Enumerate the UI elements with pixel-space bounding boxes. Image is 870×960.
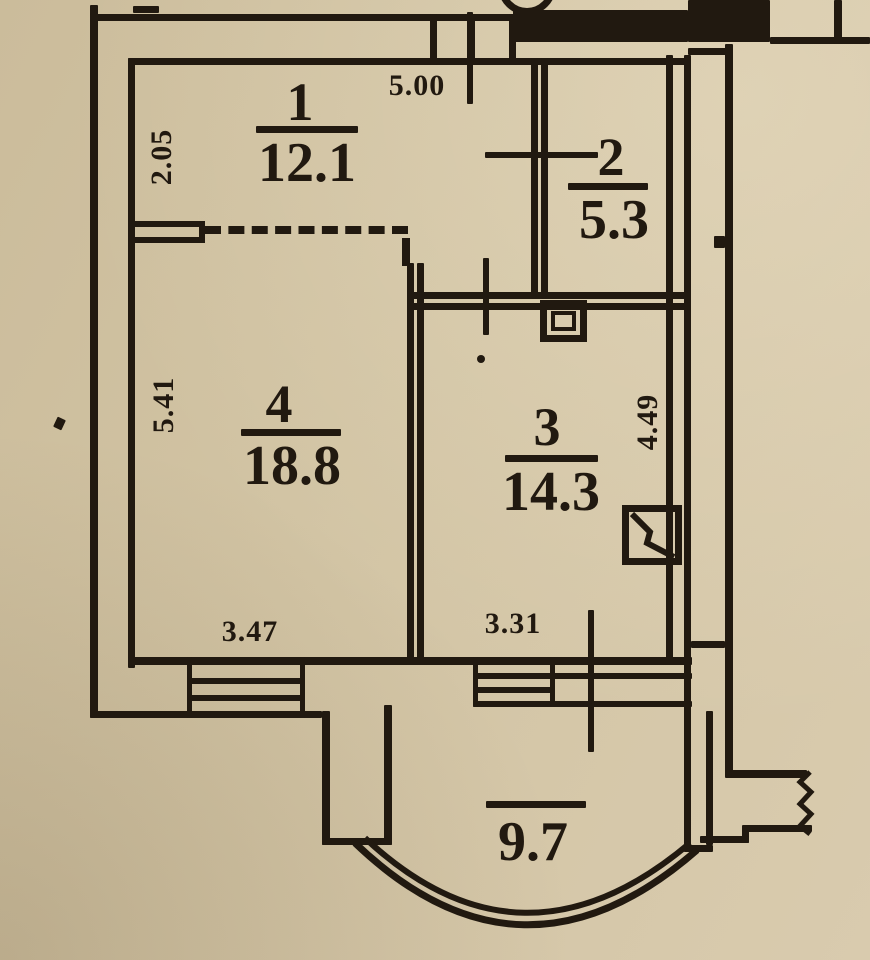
balcony-right-pier-cap	[684, 845, 713, 852]
dimension-bottom-left: 3.47	[221, 615, 279, 648]
window2-line	[473, 673, 692, 679]
wall-top-right-line	[770, 37, 870, 44]
wall-top-outer	[90, 14, 516, 21]
room2-number: 2	[597, 127, 625, 187]
room1-area: 12.1	[258, 132, 356, 194]
proposed-partition-dashed-corner	[402, 238, 410, 266]
wall-bottom-inner	[128, 657, 692, 665]
window1-cap-right	[300, 657, 305, 718]
balcony-left-pier-outer	[322, 711, 330, 845]
wall-stub-right-bottom	[745, 825, 812, 832]
balcony-label-line	[486, 801, 586, 808]
wall-right-notch	[714, 236, 725, 248]
room1-number: 1	[286, 72, 314, 132]
room4-area: 18.8	[243, 435, 341, 497]
dimension-tick	[467, 12, 473, 104]
wall-room23-right-outer	[684, 55, 691, 852]
wall-room23-right-inner	[666, 55, 673, 663]
wall-right-connector	[691, 641, 725, 648]
wall-top-right-stub	[834, 0, 842, 44]
window2-line	[473, 701, 692, 707]
proposed-partition-dashed-line	[205, 226, 408, 234]
wall-stub-right-return	[700, 836, 749, 843]
wall-top-band	[513, 10, 688, 42]
wall-top-right-connector	[688, 48, 732, 55]
wall-room3-room4-b	[417, 263, 424, 663]
wall-top-inner	[128, 58, 688, 65]
wall-break-hatch	[796, 770, 815, 836]
window1-cap-left	[187, 657, 192, 718]
dimension-tick	[485, 152, 598, 158]
room2-area: 5.3	[579, 189, 649, 251]
wall-room3-room4-a	[407, 263, 414, 663]
dimension-top: 5.00	[388, 69, 446, 102]
wall-left-inner	[128, 58, 135, 668]
room4-number: 4	[265, 374, 293, 434]
wall-stub-right-top	[725, 770, 807, 778]
wall-left-outer	[90, 5, 98, 718]
room2-label-line	[568, 183, 648, 190]
dimension-bottom-middle: 3.31	[484, 607, 542, 640]
window2-cap-right	[550, 657, 555, 707]
wall-room3-top-a	[407, 292, 688, 299]
window2-line	[473, 687, 555, 693]
dimension-tick	[483, 258, 489, 335]
wall-top-right-block	[688, 0, 770, 42]
vent-shaft-diagonal	[629, 511, 676, 560]
window2-cap-left	[473, 657, 478, 707]
wall-room1-room2-a	[531, 58, 538, 299]
balcony-right-pier-inner	[706, 711, 713, 845]
room3-area: 14.3	[502, 461, 600, 523]
wall-stub-room1	[133, 221, 205, 243]
room1-label-line	[256, 126, 358, 133]
wall-right-outer	[725, 44, 733, 777]
duct-box-outer	[540, 300, 587, 342]
vent-shaft-square	[622, 505, 682, 565]
dimension-right: 4.49	[631, 393, 664, 451]
dimension-left-upper: 2.05	[145, 128, 178, 186]
dimension-left-lower: 5.41	[147, 376, 180, 434]
balcony-left-pier-inner	[384, 705, 392, 845]
room4-label-line	[241, 429, 341, 436]
wall-bottom-outer	[90, 711, 322, 718]
scan-artifact	[53, 416, 66, 431]
scan-artifact	[477, 355, 485, 363]
wall-top-left-step	[133, 6, 159, 13]
wall-stub-right-step	[742, 825, 749, 843]
top-window-mullion	[509, 14, 516, 65]
room3-number: 3	[533, 397, 561, 457]
balcony-parapet-curve	[352, 835, 700, 929]
wall-room1-room2-b	[541, 58, 548, 299]
window1-line	[187, 695, 305, 701]
balcony-area: 9.7	[498, 811, 568, 873]
top-window-mullion	[430, 14, 437, 65]
window1-line	[187, 678, 305, 684]
room3-label-line	[505, 455, 598, 462]
dimension-tick	[588, 610, 594, 752]
duct-box-inner	[551, 311, 576, 331]
